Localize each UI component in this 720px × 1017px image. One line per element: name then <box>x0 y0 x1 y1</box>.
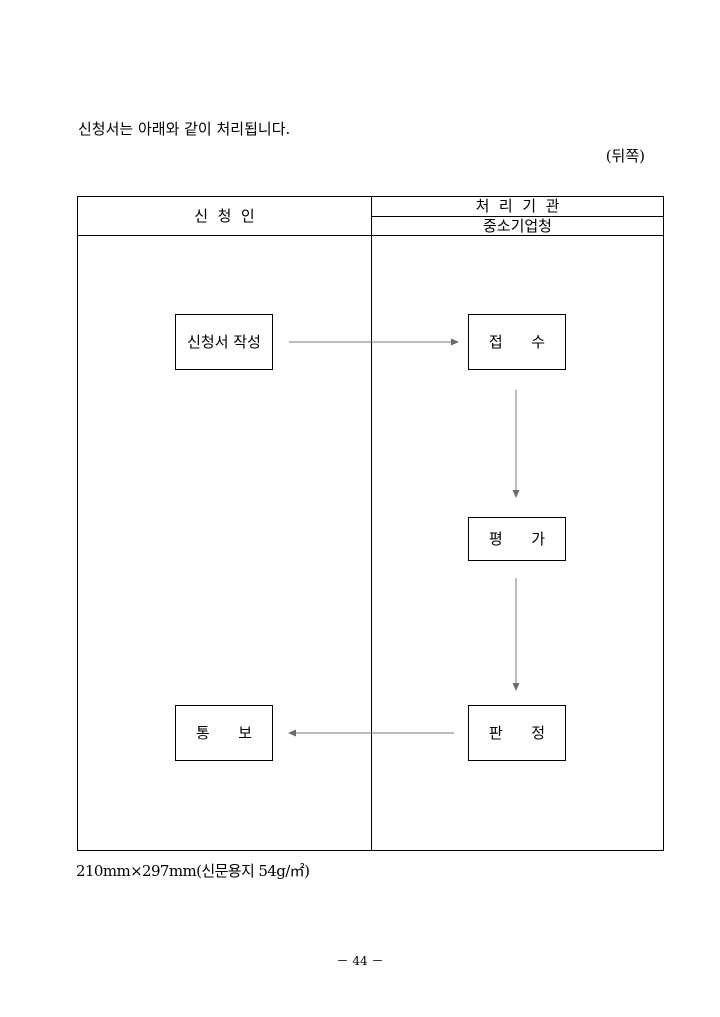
step-receive: 접 수 <box>468 314 566 370</box>
agency-header-title: 처 리 기 관 <box>475 197 560 215</box>
column-divider <box>371 197 372 850</box>
process-flow-table: 신 청 인 처 리 기 관 중소기업청 신청서 작성 접 수 평 가 판 정 통… <box>77 196 664 851</box>
applicant-header: 신 청 인 <box>194 207 255 225</box>
step-judge: 판 정 <box>468 705 566 761</box>
agency-header-divider <box>371 216 663 217</box>
header-divider <box>78 235 663 236</box>
page-number: － 44 － <box>336 954 384 968</box>
agency-header-name: 중소기업청 <box>482 217 552 235</box>
step-notify: 통 보 <box>175 705 273 761</box>
step-evaluate: 평 가 <box>468 517 566 561</box>
flow-arrows <box>288 338 520 737</box>
intro-text: 신청서는 아래와 같이 처리됩니다. <box>78 120 291 138</box>
side-label: (뒤쪽) <box>605 147 645 165</box>
step-write-application: 신청서 작성 <box>175 314 273 370</box>
paper-spec-note: 210mm×297mm(신문용지 54g/㎡) <box>76 862 310 880</box>
